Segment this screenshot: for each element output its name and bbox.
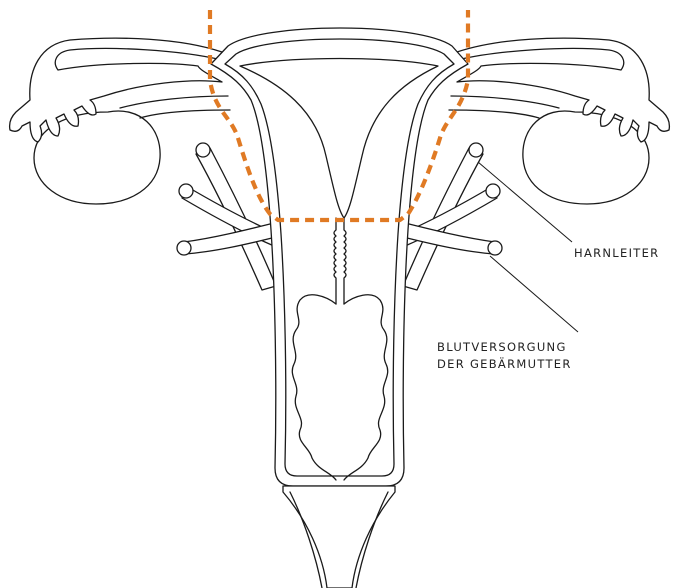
left-vessel-lower [184,222,280,254]
blood-supply-label: BLUTVERSORGUNG DER GEBÄRMUTTER [437,339,572,373]
right-vessel-opening-lower [488,241,502,255]
left-vessel-opening-upper [179,184,193,198]
right-vessel-opening-upper [486,184,500,198]
right-ureter-opening [469,143,483,157]
right-ovarian-ligament [449,96,559,118]
blood-supply-leader-line [490,256,578,332]
blood-supply-label-line2: DER GEBÄRMUTTER [437,356,572,373]
blood-supply-label-line1: BLUTVERSORGUNG [437,339,572,356]
right-vessel-lower [399,222,495,254]
ureter-label: HARNLEITER [574,245,659,262]
left-ureter-opening [196,143,210,157]
vaginal-canal [283,486,395,588]
left-vessel-opening-lower [177,241,191,255]
